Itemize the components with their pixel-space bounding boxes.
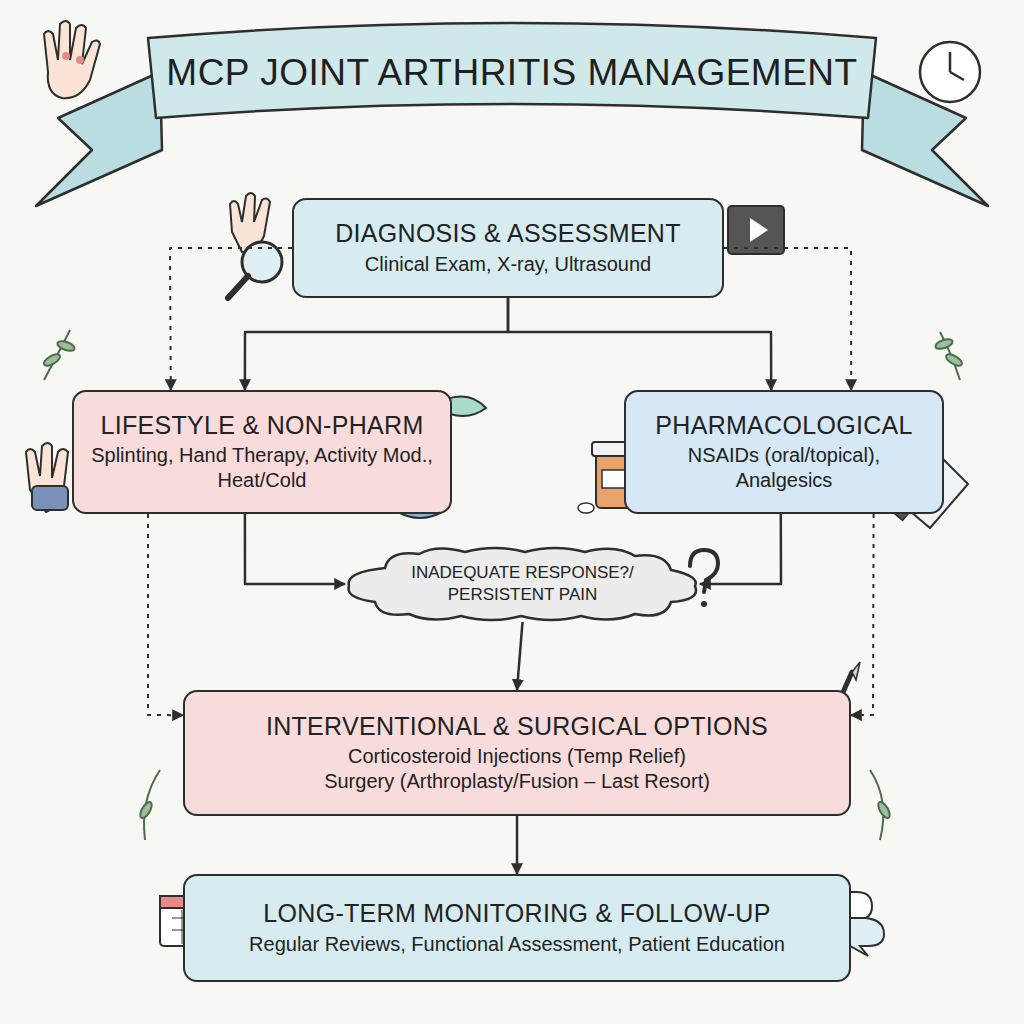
box-text: Clinical Exam, X-ray, Ultrasound xyxy=(351,252,665,277)
flow-arrow xyxy=(516,816,519,874)
dashed-connector xyxy=(148,514,183,715)
dashed-connector xyxy=(724,248,851,390)
title-ribbon xyxy=(148,23,876,118)
treatment-box: PHARMACOLOGICAL NSAIDs (oral/topical), An… xyxy=(624,390,944,514)
box-text: INADEQUATE RESPONSE?/ PERSISTENT PAIN xyxy=(398,562,648,606)
box-heading: DIAGNOSIS & ASSESSMENT xyxy=(325,219,691,248)
box-text: Corticosteroid Injections (Temp Relief) xyxy=(334,744,700,769)
hand-icon xyxy=(44,21,100,98)
splint-icon xyxy=(26,443,68,512)
box-text: Surgery (Arthroplasty/Fusion – Last Reso… xyxy=(310,769,724,794)
box-text: NSAIDs (oral/topical), Analgesics xyxy=(626,443,942,493)
video-icon xyxy=(728,206,784,254)
assessment-box: DIAGNOSIS & ASSESSMENT Clinical Exam, X-r… xyxy=(292,198,724,298)
leaf-sprig xyxy=(42,330,964,840)
intervention-box: INTERVENTIONAL & SURGICAL OPTIONS Cortico… xyxy=(183,690,851,816)
question-symbol xyxy=(701,601,707,607)
magnifier-icon xyxy=(228,193,282,298)
flow-arrow xyxy=(517,622,523,690)
clock-icon xyxy=(920,42,980,102)
decision-cloud: INADEQUATE RESPONSE?/ PERSISTENT PAIN xyxy=(345,546,700,622)
box-heading: PHARMACOLOGICAL xyxy=(645,411,922,440)
dashed-connector xyxy=(170,248,292,390)
box-text: Regular Reviews, Functional Assessment, … xyxy=(235,932,799,957)
box-heading: LONG-TERM MONITORING & FOLLOW-UP xyxy=(253,899,780,928)
diagram-title: MCP JOINT ARTHRITIS MANAGEMENT xyxy=(150,42,874,104)
box-text: Splinting, Hand Therapy, Activity Mod., … xyxy=(74,443,450,493)
flow-arrow xyxy=(508,298,771,390)
flow-arrow xyxy=(700,514,781,584)
flow-arrow xyxy=(245,298,508,390)
follow-up-box: LONG-TERM MONITORING & FOLLOW-UP Regular … xyxy=(183,874,851,982)
flow-arrow xyxy=(245,514,345,584)
box-heading: INTERVENTIONAL & SURGICAL OPTIONS xyxy=(256,712,778,741)
treatment-box: LIFESTYLE & NON-PHARM Splinting, Hand The… xyxy=(72,390,452,514)
dashed-connector xyxy=(851,514,874,715)
cloud-outline xyxy=(345,546,700,622)
box-heading: LIFESTYLE & NON-PHARM xyxy=(90,411,433,440)
